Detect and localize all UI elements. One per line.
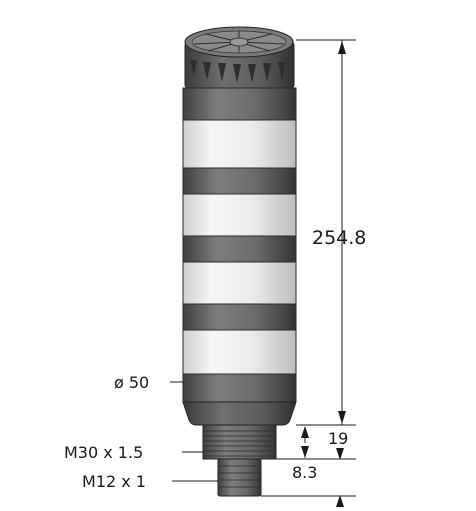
tower-body xyxy=(182,87,297,403)
connector-lines xyxy=(218,465,261,488)
dark-band-1 xyxy=(182,87,297,121)
dark-band-2 xyxy=(182,167,297,195)
thread-m30-label: M30 x 1.5 xyxy=(64,443,143,462)
tower-cap xyxy=(184,26,295,91)
base-height-label: 19 xyxy=(328,429,348,448)
connector-height-label: 8.3 xyxy=(292,463,317,482)
arrow-top xyxy=(338,41,346,54)
light-segment-3 xyxy=(182,261,297,305)
overall-height-label: 254.8 xyxy=(312,227,366,249)
diameter-label: ø 50 xyxy=(114,373,149,392)
arrow-19-top xyxy=(301,426,309,438)
m30-thread xyxy=(202,424,277,460)
arrow-bottom xyxy=(338,411,346,424)
dark-band-4 xyxy=(182,303,297,331)
thread-m12-label: M12 x 1 xyxy=(82,472,146,491)
dimension-lines xyxy=(170,39,356,507)
m12-connector xyxy=(217,458,262,497)
light-segment-2 xyxy=(182,193,297,237)
light-segment-4 xyxy=(182,329,297,375)
cap-grip-notches xyxy=(190,60,286,83)
arrow-8-bottom xyxy=(336,495,344,507)
arrow-19-bottom xyxy=(301,446,309,458)
tower-base xyxy=(182,401,297,497)
dark-band-5 xyxy=(182,373,297,403)
arrow-8-top xyxy=(336,448,344,460)
light-segment-1 xyxy=(182,119,297,169)
dark-band-3 xyxy=(182,235,297,263)
thread-lines xyxy=(203,430,276,457)
